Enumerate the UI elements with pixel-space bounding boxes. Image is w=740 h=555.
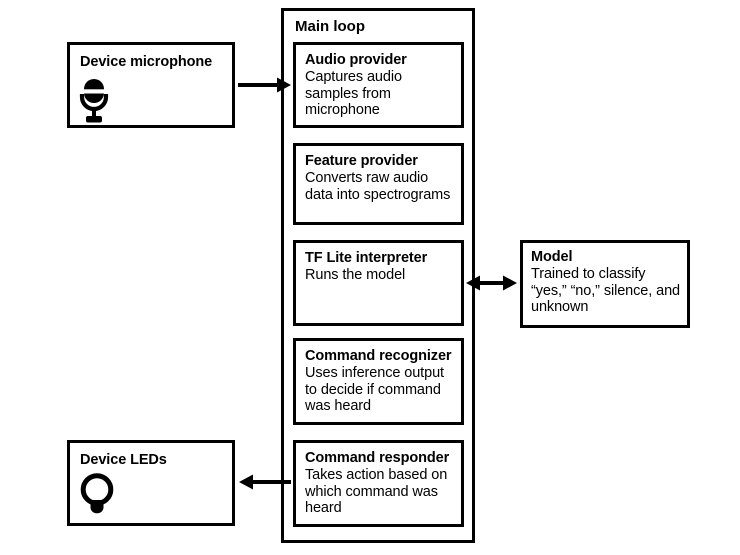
command-recognizer-box: Command recognizer Uses inference output… — [293, 338, 464, 425]
box-title: Audio provider — [305, 52, 407, 68]
microphone-icon — [79, 79, 109, 123]
device-microphone-box: Device microphone — [67, 42, 235, 128]
box-description: Converts raw audio data into spectrogram… — [305, 170, 451, 203]
feature-provider-box: Feature provider Converts raw audio data… — [293, 143, 464, 225]
box-description: Takes action based on which command was … — [305, 467, 448, 516]
tf-lite-interpreter-box: TF Lite interpreter Runs the model — [293, 240, 464, 326]
box-title: Command recognizer — [305, 348, 452, 364]
model-box: Model Trained to classify “yes,” “no,” s… — [520, 240, 690, 328]
model-title: Model — [531, 249, 573, 265]
box-description: Uses inference output to decide if comma… — [305, 365, 444, 414]
main-loop-container: Main loop Audio provider Captures audio … — [281, 8, 475, 543]
lightbulb-icon — [80, 473, 114, 514]
box-description: Captures audio samples from microphone — [305, 69, 402, 118]
box-description: Runs the model — [305, 267, 406, 283]
main-loop-label: Main loop — [295, 18, 365, 35]
device-leds-title: Device LEDs — [80, 452, 167, 468]
audio-provider-box: Audio provider Captures audio samples fr… — [293, 42, 464, 128]
device-leds-box: Device LEDs — [67, 440, 235, 526]
box-title: Command responder — [305, 450, 450, 466]
box-title: TF Lite interpreter — [305, 250, 428, 266]
model-description: Trained to classify “yes,” “no,” silence… — [531, 266, 681, 315]
device-microphone-title: Device microphone — [80, 54, 213, 70]
box-title: Feature provider — [305, 153, 418, 169]
command-responder-box: Command responder Takes action based on … — [293, 440, 464, 527]
